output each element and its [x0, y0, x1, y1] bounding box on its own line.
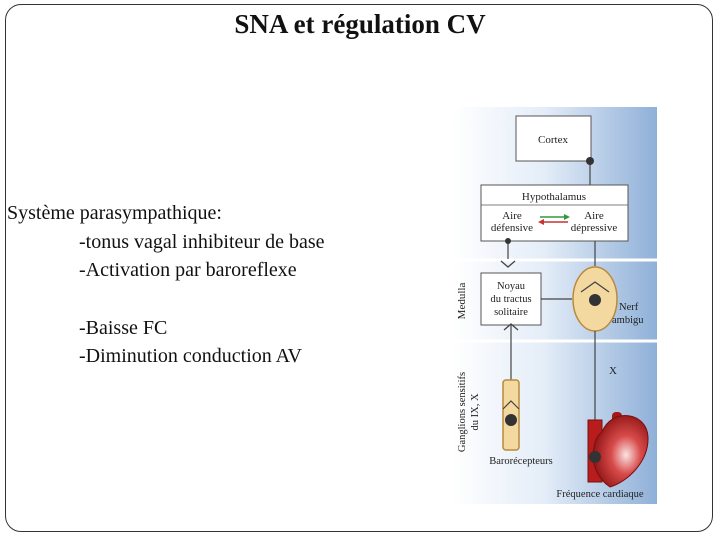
hypothalamus-box — [480, 184, 629, 242]
nerf-line2: ambigu — [612, 315, 644, 326]
synapse-cup-noyau — [500, 260, 516, 268]
noyau-line3: solitaire — [494, 307, 528, 318]
red-arrow-head — [538, 219, 544, 225]
body-item-fc: -Baisse FC — [79, 316, 168, 339]
body-item-tonus: -tonus vagal inhibiteur de base — [79, 230, 325, 253]
slide-title: SNA et régulation CV — [234, 9, 486, 39]
hypo-terminal-dot — [505, 238, 511, 244]
body-item-conduction: -Diminution conduction AV — [79, 345, 302, 367]
body-gap — [7, 285, 325, 314]
noyau-box — [480, 272, 542, 326]
baro-nucleus — [505, 414, 517, 426]
body-item-baroreflexe: -Activation par baroreflexe — [79, 259, 297, 281]
nerf-line1: Nerf — [619, 302, 639, 313]
freq-label: Fréquence cardiaque — [556, 489, 643, 500]
heart-icon — [587, 412, 649, 488]
aire-depressive-line2: dépressive — [571, 222, 618, 234]
nerf-synapse-cup — [580, 281, 610, 293]
afferent-synapse — [503, 323, 519, 331]
medulla-label: Medulla — [456, 283, 468, 320]
slide-frame — [5, 4, 713, 532]
diagram-svg: Cortex Hypothalamus Aire défensive Aire … — [452, 107, 657, 504]
ganglions-line2: du IX, X — [470, 393, 481, 430]
aire-depressive-line1: Aire — [584, 210, 604, 222]
aire-defensive-line2: défensive — [491, 222, 533, 234]
slide-body: Système parasympathique: -tonus vagal in… — [7, 199, 325, 371]
cortex-terminal-dot — [586, 157, 594, 165]
baro-fork — [502, 400, 520, 410]
regulation-diagram: Cortex Hypothalamus Aire défensive Aire … — [452, 107, 657, 504]
x-label: X — [609, 365, 617, 377]
body-heading: Système parasympathique: — [7, 202, 222, 224]
nerf-nucleus — [589, 294, 601, 306]
green-arrow-head — [564, 214, 570, 220]
hypothalamus-label: Hypothalamus — [522, 191, 586, 203]
aire-defensive-line1: Aire — [502, 210, 522, 222]
cortex-box — [515, 115, 592, 162]
cortex-label: Cortex — [538, 134, 568, 146]
baro-label: Barorécepteurs — [489, 456, 553, 467]
noyau-line1: Noyau — [497, 281, 526, 292]
ganglions-line1: Ganglions sensitifs — [457, 372, 468, 452]
noyau-line2: du tractus — [490, 294, 531, 305]
